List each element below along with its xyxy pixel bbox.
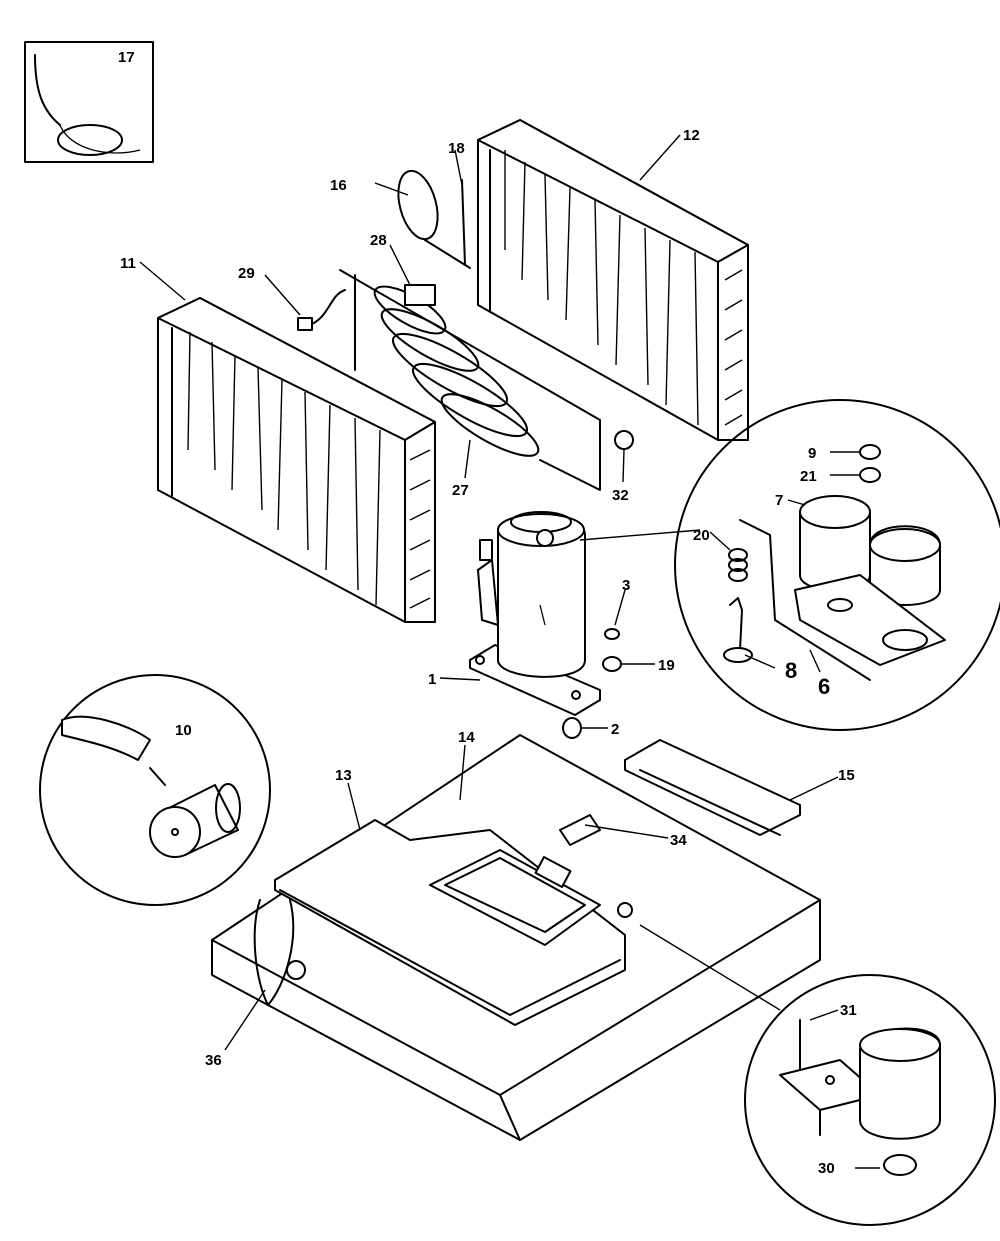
nut-9 [859,444,881,460]
label-32: 32 [612,487,629,504]
detail-circle-30-motor [639,924,996,1226]
compressor-1 [469,511,601,716]
grommet-32 [614,430,634,450]
label-30: 30 [818,1160,835,1177]
tube-assembly-27 [339,269,601,491]
label-16: 16 [330,177,347,194]
label-27: 27 [452,482,469,499]
washer-3 [604,628,620,640]
label-31: 31 [840,1002,857,1019]
label-18: 18 [448,140,465,157]
label-1: 1 [428,671,436,688]
sensor-29 [297,289,346,331]
label-3: 3 [622,577,630,594]
label-17: 17 [118,49,135,66]
label-36: 36 [205,1052,222,1069]
base-pan-13 [211,734,821,1141]
detail-circle-compressor-mount [579,399,1000,731]
label-20: 20 [693,527,710,544]
label-9: 9 [808,445,816,462]
label-19: 19 [658,657,675,674]
inset-17-capillary-tube: 17 [24,41,154,163]
label-8: 8 [785,658,797,683]
label-6: 6 [818,674,830,699]
label-13: 13 [335,767,352,784]
tube-16 [397,169,471,269]
clip-34 [559,814,601,846]
label-12: 12 [683,127,700,144]
condenser-coil-12 [477,119,749,441]
label-7: 7 [775,492,783,509]
detail-circle-10-capacitor [39,674,271,906]
label-15: 15 [838,767,855,784]
fitting-28 [404,284,436,306]
label-29: 29 [238,265,255,282]
label-2: 2 [611,721,619,738]
label-10: 10 [175,722,192,739]
part-labels: 11 12 16 18 28 29 27 32 1 3 19 2 9 21 7 … [120,127,857,1177]
washer-21 [859,467,881,483]
label-34: 34 [670,832,687,849]
label-14: 14 [458,729,475,746]
leader-lines [139,134,880,1169]
grommet-2 [562,717,582,739]
label-11: 11 [120,255,136,272]
evaporator-coil-11 [157,297,436,623]
bracket-15 [624,739,801,836]
grommet-19 [602,656,622,672]
label-28: 28 [370,232,387,249]
label-21: 21 [800,468,817,485]
